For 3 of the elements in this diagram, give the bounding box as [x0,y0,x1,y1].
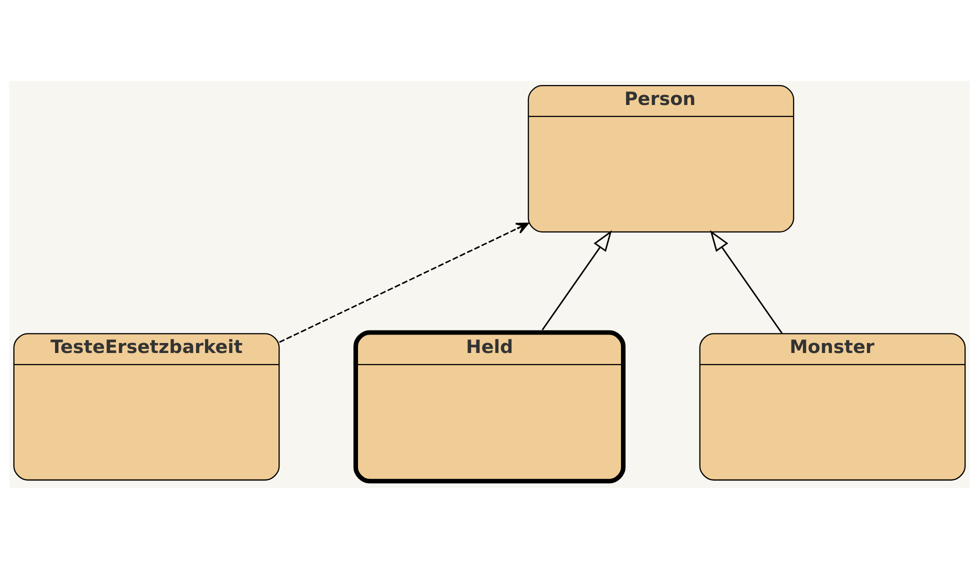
arrow [278,222,528,342]
arrow [710,230,782,334]
arrow [541,230,612,330]
